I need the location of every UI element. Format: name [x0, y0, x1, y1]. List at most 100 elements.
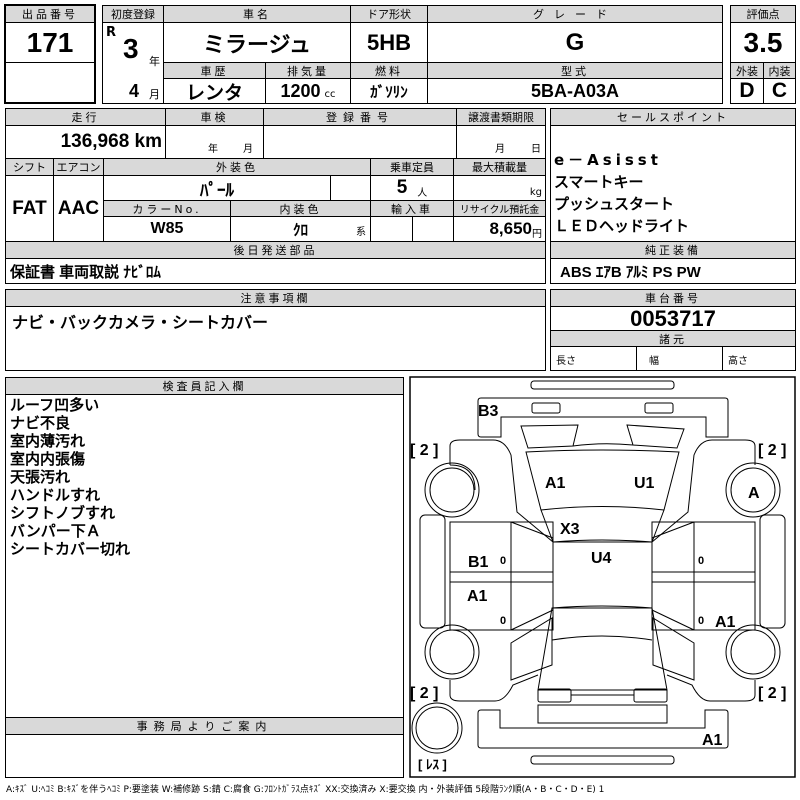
- inspector-note: 天張汚れ: [10, 468, 71, 486]
- reg-month: 4: [129, 81, 140, 101]
- right-front-fender: [666, 674, 756, 702]
- diagram-line: [415, 706, 459, 750]
- mark-left-a1: A1: [467, 588, 488, 605]
- displacement: 1200: [280, 80, 321, 101]
- diagram-line: [730, 629, 776, 675]
- equipment-label: 純正装備: [550, 241, 796, 259]
- rear-bumper-icon: [477, 397, 729, 438]
- tail-lamp-right-icon: [644, 402, 674, 414]
- capacity: 5: [396, 177, 408, 198]
- sales-point: スマートキー: [554, 173, 644, 191]
- equipment: ABS ｴｱB ｱﾙﾐ PS PW: [550, 258, 796, 284]
- diagram-line: B3 A1 U1 A X3 U4 B1 A1 A1 A1 [ 2 ] [ 2 ]…: [410, 403, 786, 772]
- mark-zero: 0: [500, 615, 506, 627]
- lot-number: 171: [5, 22, 95, 63]
- reg-year: 3: [123, 33, 139, 64]
- left-rear-fender: [449, 439, 554, 543]
- mark-front-a1: A1: [702, 732, 723, 749]
- mark-u4: U4: [591, 550, 612, 567]
- front-bumper-icon: [477, 709, 729, 749]
- grade: G: [427, 22, 723, 63]
- capacity-label: 乗車定員: [370, 158, 454, 176]
- wheel-icon: [725, 624, 781, 680]
- inspector-note: シフトノブすれ: [10, 504, 116, 522]
- displacement-unit: cc: [324, 88, 336, 100]
- mark-zero: 0: [500, 555, 506, 567]
- interior-label: 内装: [763, 62, 796, 79]
- diagram-line: [730, 467, 776, 513]
- right-doors: [651, 521, 756, 631]
- office-notes: [5, 734, 404, 778]
- headlamp-right-icon: [633, 688, 668, 703]
- door-label: ドア形状: [350, 5, 428, 23]
- mark-b1: B1: [468, 554, 489, 571]
- color-no-label: カラーNo.: [103, 200, 231, 217]
- year-unit: 年: [149, 55, 160, 68]
- chassis-number: 0053717: [550, 306, 796, 331]
- int-color-cell: ｸﾛ 系: [230, 216, 371, 242]
- ac: AAC: [53, 175, 104, 242]
- chassis-label: 車台番号: [550, 289, 796, 307]
- mileage: 136,968 km: [5, 125, 166, 159]
- door-type: 5HB: [350, 22, 428, 63]
- mark-roof-a1: A1: [545, 475, 566, 492]
- rear-glass-left: [520, 424, 579, 449]
- left-front-fender: [449, 674, 539, 702]
- history: レンタ: [163, 78, 266, 104]
- first-reg-label: 初度登録: [102, 5, 164, 23]
- score-label: 評価点: [730, 5, 796, 23]
- notes-label: 注意事項欄: [5, 289, 546, 307]
- history-label: 車歴: [163, 62, 266, 79]
- int-color-suffix: 系: [356, 227, 366, 238]
- fuel: ｶﾞｿﾘﾝ: [350, 78, 428, 104]
- mark-b3: B3: [478, 403, 499, 420]
- int-color: ｸﾛ: [292, 221, 308, 239]
- score-value: 3.5: [730, 22, 796, 63]
- later-parts: 保証書 車両取説 ﾅﾋﾞﾛﾑ: [5, 258, 546, 284]
- front-line: [551, 635, 653, 641]
- inspector-note: ナビ不良: [10, 414, 71, 432]
- max-load-label: 最大積載量: [453, 158, 546, 176]
- recycle-unit: 円: [532, 228, 542, 240]
- tire-rear-left: [ 2 ]: [410, 442, 438, 459]
- displacement-label: 排気量: [265, 62, 351, 79]
- recycle-fee: 8,650: [489, 219, 532, 238]
- right-step-icon: [759, 514, 786, 629]
- mileage-label: 走行: [5, 108, 166, 126]
- capacity-cell: 5 人: [370, 175, 454, 201]
- spare-tire-icon: [411, 702, 463, 754]
- displacement-cell: 1200 cc: [265, 78, 351, 104]
- mark-wheel-a: A: [748, 485, 760, 502]
- inspector-note: 室内薄汚れ: [10, 432, 86, 450]
- length-label: 長さ: [550, 346, 637, 371]
- model-code: 5BA-A03A: [427, 78, 723, 104]
- inspector-label: 検査員記入欄: [5, 377, 404, 395]
- roof-panel: [525, 449, 680, 511]
- diagram-frame: [409, 376, 796, 778]
- max-load-unit: kg: [453, 175, 546, 201]
- ext-color-extra: [330, 175, 371, 201]
- wheel-icon: [424, 624, 480, 680]
- int-color-label: 内装色: [230, 200, 371, 217]
- transfer-day-unit: 日: [531, 144, 541, 155]
- ext-color: ﾊﾟｰﾙ: [103, 175, 331, 201]
- reg-no-label: 登録番号: [263, 108, 457, 126]
- tire-rear-right: [ 2 ]: [758, 442, 786, 459]
- wheel-icon: [424, 462, 480, 518]
- shift-label: シフト: [5, 158, 54, 176]
- inspection-year-unit: 年: [208, 144, 218, 155]
- later-parts-label: 後日発送部品: [5, 241, 546, 259]
- front-bar-icon: [530, 755, 675, 765]
- fuel-label: 燃料: [350, 62, 428, 79]
- grille: [537, 704, 668, 724]
- sales-points-label: セールスポイント: [550, 108, 796, 126]
- transfer-month-unit: 月: [495, 144, 505, 155]
- inspector-notes: ルーフ凹多い ナビ不良 室内薄汚れ 室内内張傷 天張汚れ ハンドルすれ シフトノ…: [5, 394, 404, 718]
- inspection-cell: 年 月: [165, 125, 264, 159]
- diagram-line: [510, 521, 554, 631]
- diagram-line: [424, 624, 480, 680]
- recycle-label: リサイクル預託金: [453, 200, 546, 217]
- height-label: 高さ: [722, 346, 796, 371]
- tire-front-right: [ 2 ]: [758, 685, 786, 702]
- month-unit: 月: [149, 88, 160, 101]
